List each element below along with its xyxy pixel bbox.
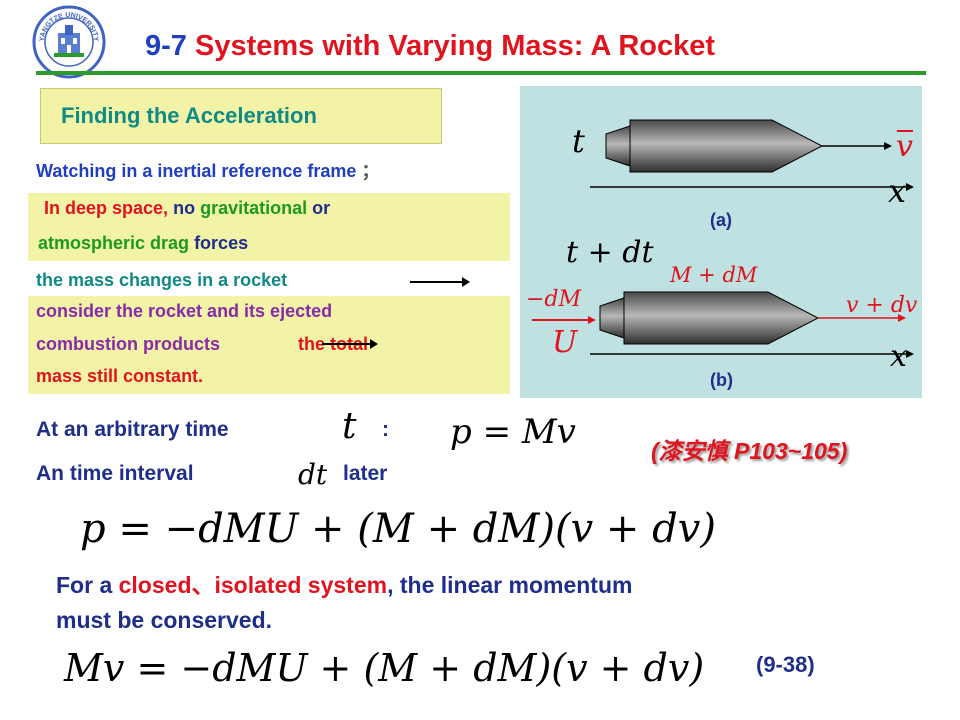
- university-logo: YANGTZE UNIVERSITY: [32, 5, 106, 79]
- velocity-label-b: v + dv: [846, 293, 918, 318]
- linear-momentum-text: , the linear momentum: [387, 572, 633, 598]
- interval-after: later: [343, 462, 388, 485]
- consider-box: [28, 296, 510, 394]
- closed-system-line2: must be conserved.: [56, 607, 273, 633]
- consider-line3: mass still constant.: [36, 366, 204, 386]
- deep-space-line1: In deep space, no gravitational or: [44, 198, 330, 219]
- caption-a: (a): [710, 210, 732, 230]
- consider-line2: combustion products the total: [36, 334, 368, 355]
- consider-line1: consider the rocket and its ejected: [36, 301, 333, 321]
- or-word: or: [312, 198, 331, 218]
- rocket-b: [599, 291, 820, 345]
- equation-later-momentum: p = −dMU + (M + dM)(v + dv): [80, 506, 716, 552]
- title-text: Systems with Varying Mass: A Rocket: [194, 30, 716, 62]
- isolated-system-phrase: isolated system: [214, 572, 388, 598]
- rocket-a: [605, 119, 824, 173]
- rocket-diagram: t M v x (a) t + dt M + dM −dM U v + dv x…: [520, 86, 922, 398]
- caption-b: (b): [710, 370, 733, 390]
- for-a-text: For a: [56, 572, 113, 598]
- watching-punct: ；: [361, 161, 380, 181]
- arrow-right-icon: [410, 277, 470, 287]
- arbitrary-time-line: At an arbitrary time: [36, 418, 229, 442]
- arrow-right-icon: [322, 339, 378, 349]
- ejected-velocity-label: U: [552, 325, 579, 360]
- time-var: t: [342, 406, 357, 447]
- combustion-products-text: combustion products: [36, 334, 220, 354]
- x-label-b: x: [890, 339, 907, 374]
- ejected-mass-label: −dM: [526, 287, 582, 312]
- deep-space-line2: atmospheric drag forces: [38, 233, 248, 254]
- interval-var: dt: [298, 458, 328, 491]
- deep-space-phrase: In deep space,: [44, 198, 169, 218]
- mass-changes-text: the mass changes in a rocket: [36, 270, 288, 290]
- equation-initial-momentum: p = Mv: [450, 412, 576, 452]
- section-heading-box: Finding the Acceleration: [40, 88, 442, 144]
- equation-number: (9-38): [756, 652, 815, 677]
- x-axis-arrowhead-a: [906, 183, 914, 191]
- x-label-a: x: [888, 172, 906, 210]
- deep-space-box: [28, 193, 510, 261]
- time-label-a: t: [572, 122, 585, 160]
- velocity-arrowhead-a: [884, 142, 892, 150]
- atmospheric-drag-phrase: atmospheric drag: [38, 233, 190, 253]
- title-divider: [36, 71, 926, 75]
- enum-comma: 、: [191, 572, 215, 598]
- section-heading: Finding the Acceleration: [61, 103, 317, 128]
- interval-text: An time interval: [36, 462, 194, 485]
- closed-word: closed: [118, 572, 192, 598]
- equation-conservation: Mv = −dMU + (M + dM)(v + dv): [64, 646, 705, 690]
- rocket-diagram-svg: t M v x (a) t + dt M + dM −dM U v + dv x…: [526, 119, 918, 390]
- forces-word: forces: [194, 233, 249, 253]
- x-axis-arrowhead-b: [906, 350, 914, 358]
- arbitrary-time-colon: :: [382, 418, 389, 441]
- velocity-arrowhead-b: [898, 314, 906, 322]
- no-word: no: [173, 198, 196, 218]
- mass-label-b: M + dM: [669, 263, 758, 287]
- slide-title: 9-7 Systems with Varying Mass: A Rocket: [145, 30, 715, 63]
- time-label-b: t + dt: [566, 235, 654, 270]
- arbitrary-time-text: At an arbitrary time: [36, 418, 229, 441]
- closed-system-line1: For a closed、isolated system, the linear…: [56, 566, 632, 600]
- title-number: 9-7: [145, 30, 187, 62]
- velocity-label-a: v: [896, 129, 913, 164]
- watching-line: Watching in a inertial reference frame ；: [36, 157, 379, 183]
- ejected-velocity-arrowhead: [588, 316, 596, 324]
- gravitational-word: gravitational: [200, 198, 308, 218]
- textbook-reference: (漆安慎 P103~105): [651, 438, 848, 464]
- watching-text: Watching in a inertial reference frame: [36, 161, 357, 181]
